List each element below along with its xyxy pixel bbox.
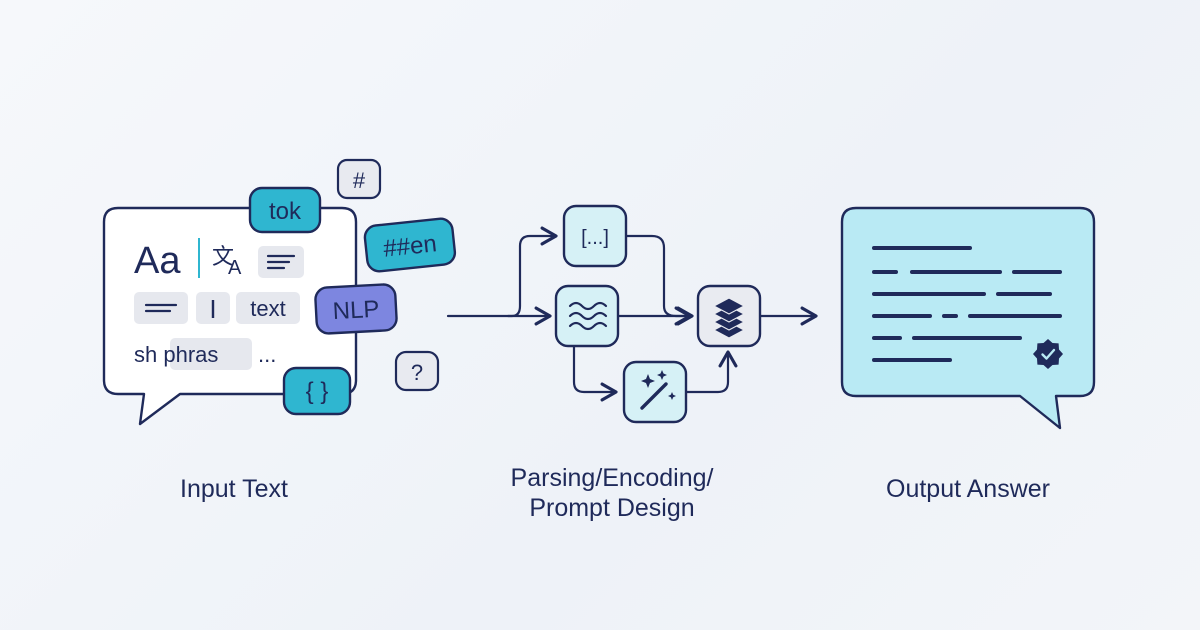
svg-text:A: A xyxy=(228,257,242,279)
verified-badge-icon xyxy=(1033,339,1063,369)
node-layers xyxy=(696,284,762,348)
stage-label-processing-line1: Parsing/Encoding/ xyxy=(510,464,714,492)
answer-text-lines xyxy=(872,246,1062,362)
token-braces: { } xyxy=(282,366,352,416)
svg-text:NLP: NLP xyxy=(332,296,380,325)
arrow-to-brackets xyxy=(506,226,558,318)
aa-glyph: Aa xyxy=(134,240,181,282)
text-cursor-icon: I xyxy=(209,294,216,324)
word-text: text xyxy=(250,296,285,321)
node-magic-wand xyxy=(622,360,688,424)
svg-text:tok: tok xyxy=(269,198,302,225)
translate-icon: 文 A xyxy=(212,244,242,279)
waves-icon xyxy=(568,301,608,331)
svg-text:{ }: { } xyxy=(306,378,329,405)
token-nlp: NLP xyxy=(314,283,398,335)
input-text-bubble: Aa 文 A I text xyxy=(102,206,358,426)
text-cursor-chip: I xyxy=(196,292,230,324)
svg-text:?: ? xyxy=(411,360,423,385)
align-left-icon xyxy=(258,246,304,278)
stage-label-processing-line2: Prompt Design xyxy=(529,494,695,522)
svg-text:#: # xyxy=(353,168,366,193)
stage-label-input: Input Text xyxy=(180,475,288,503)
node-waves xyxy=(554,284,620,348)
token-subword: ##en xyxy=(363,217,457,273)
layers-icon xyxy=(712,297,746,339)
token-hash: # xyxy=(336,158,382,200)
token-question: ? xyxy=(394,350,440,392)
arrow-wand-to-layers xyxy=(684,350,738,394)
arrow-waves-to-wand xyxy=(572,344,618,402)
node-brackets: [...] xyxy=(562,204,628,268)
word-phrase: sh phras xyxy=(134,342,218,367)
phrase-chip xyxy=(170,338,252,370)
dash-chip xyxy=(134,292,188,324)
output-answer-bubble xyxy=(840,206,1096,430)
token-tok: tok xyxy=(248,186,322,234)
stage-label-output: Output Answer xyxy=(886,475,1050,503)
svg-text:##en: ##en xyxy=(382,230,438,262)
connectors xyxy=(446,226,818,402)
stage-label-processing: Parsing/Encoding/ Prompt Design xyxy=(462,463,762,523)
ellipsis: ... xyxy=(258,342,276,367)
arrow-brackets-to-layers xyxy=(624,234,694,326)
magic-wand-icon xyxy=(640,370,676,410)
svg-text:文: 文 xyxy=(212,244,234,269)
word-chip-text: text xyxy=(236,292,300,324)
brackets-icon: [...] xyxy=(581,227,609,249)
